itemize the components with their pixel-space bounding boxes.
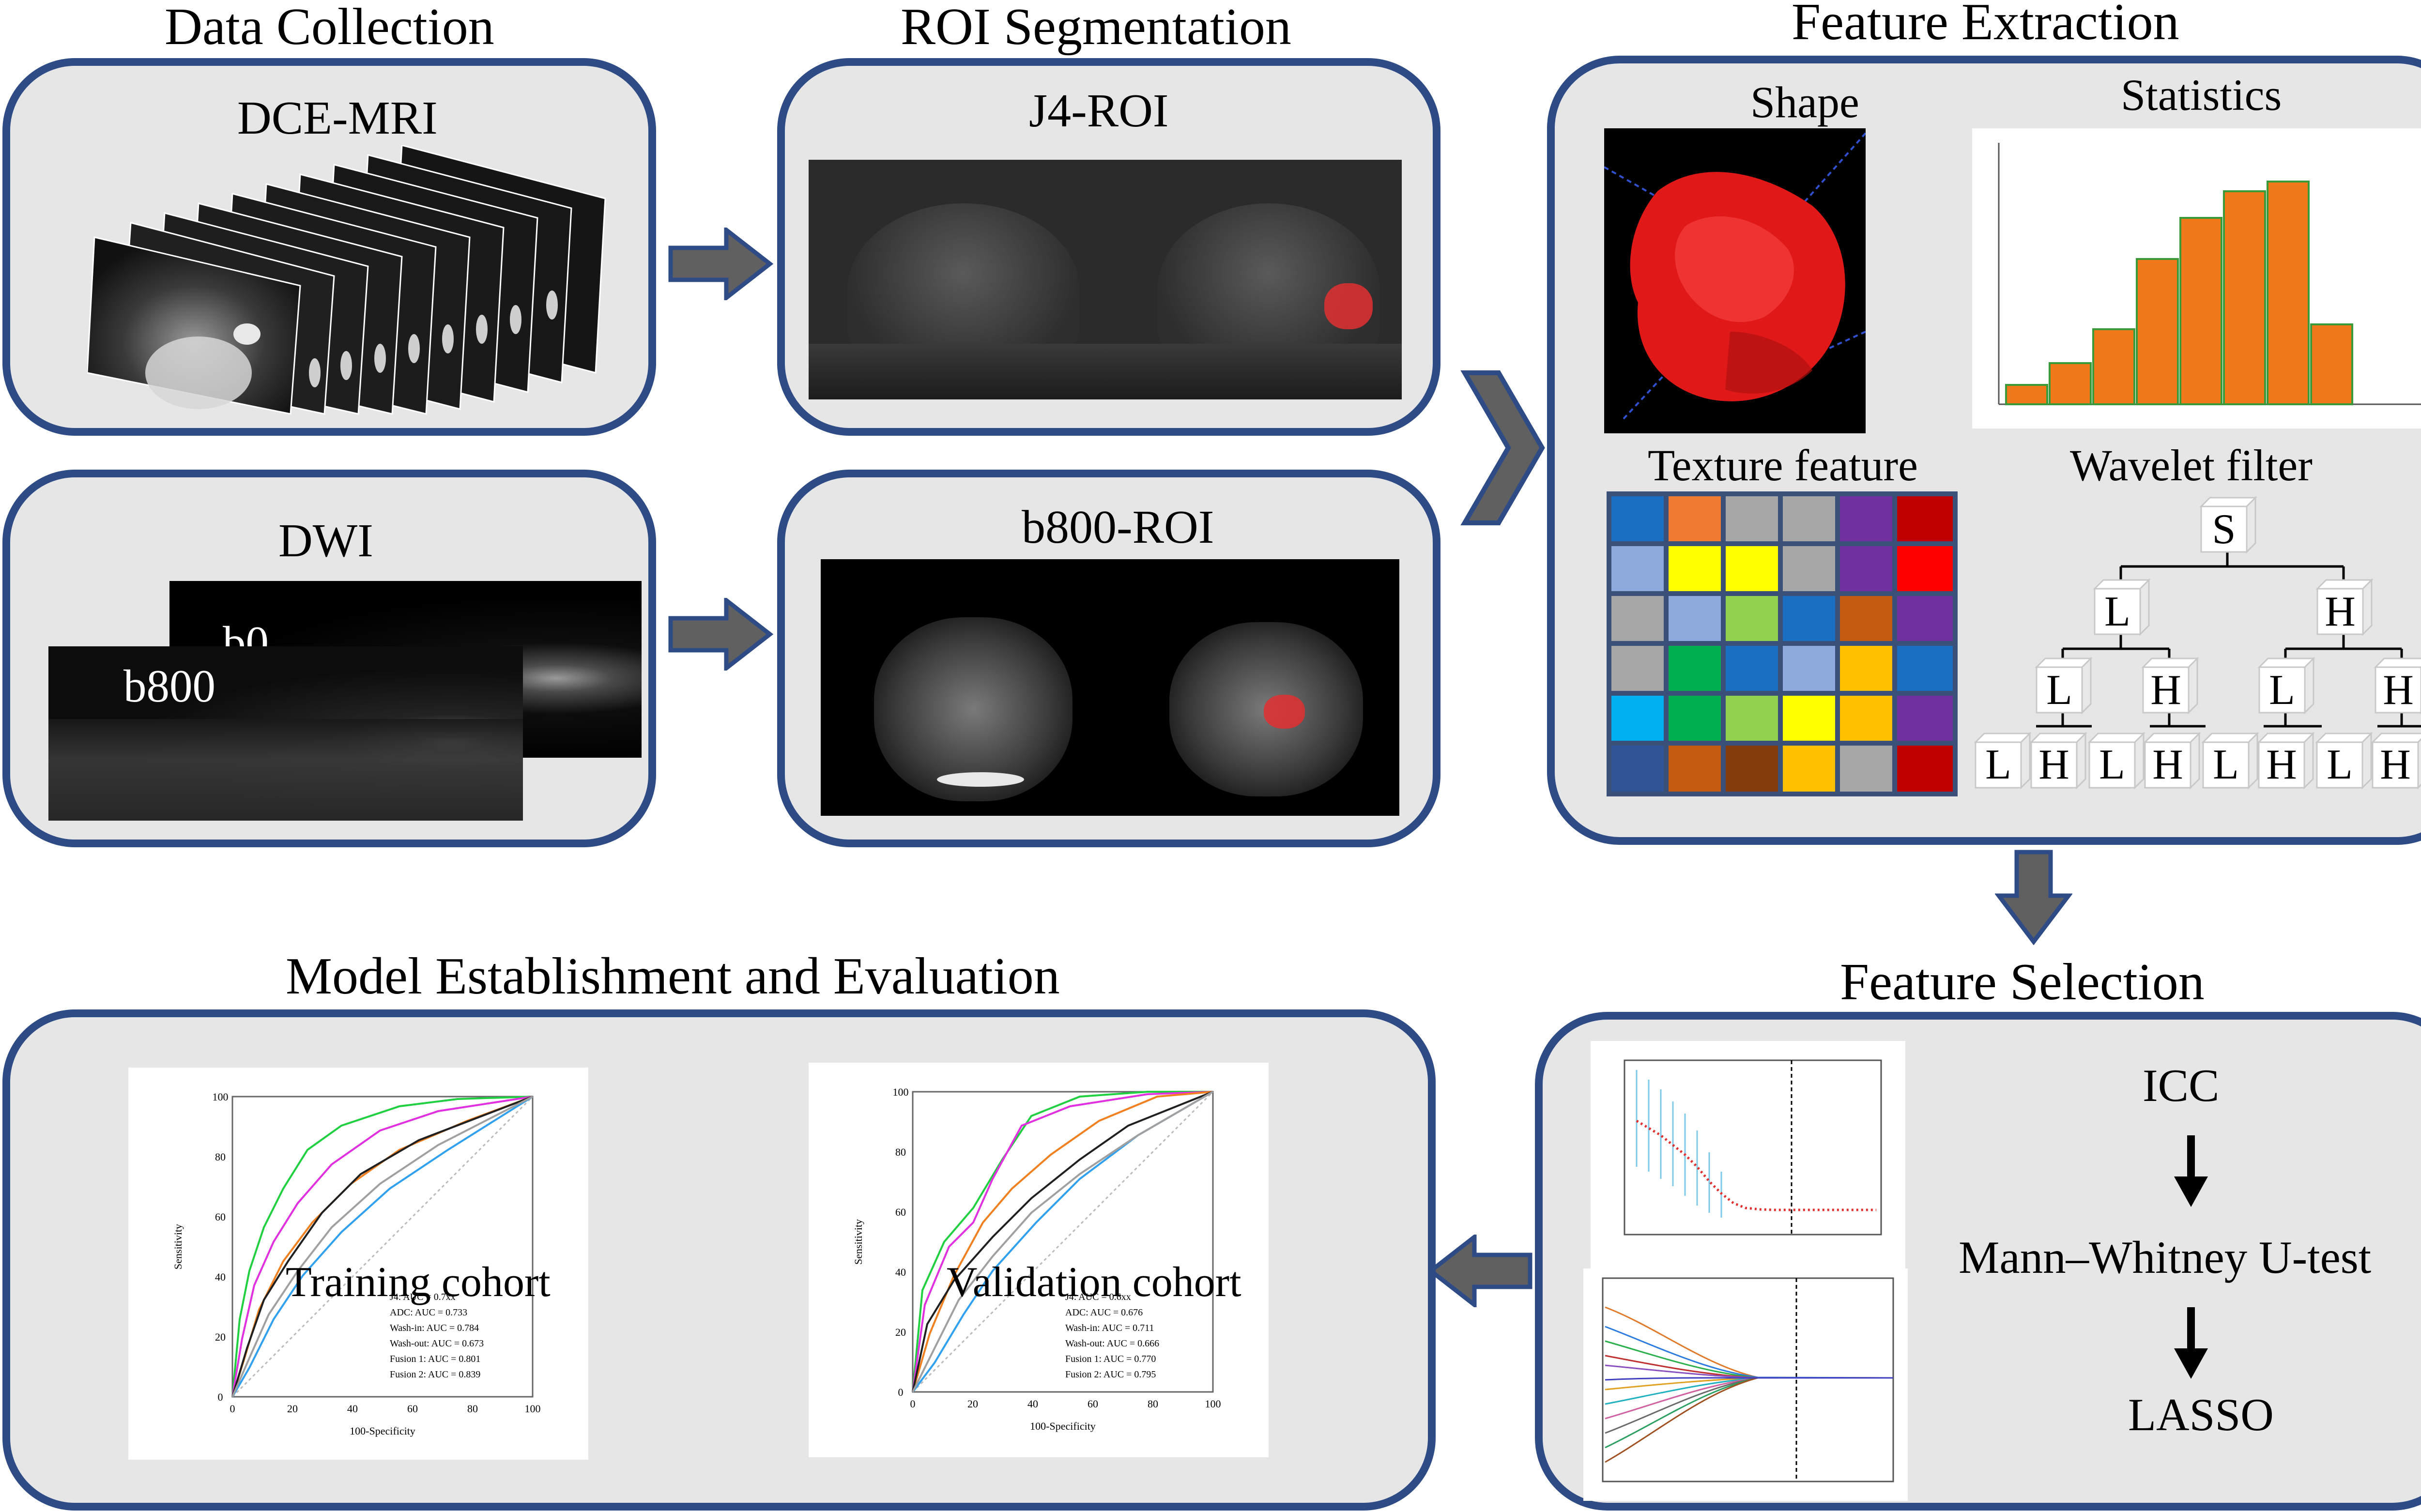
training-x-tick-20: 20 (287, 1403, 298, 1415)
shape-label: Shape (1750, 77, 1859, 127)
training-x-tick-0: 0 (230, 1403, 235, 1415)
training-x-tick-40: 40 (347, 1403, 358, 1415)
validation-y-tick-100: 100 (893, 1086, 909, 1098)
j4-roi-label: J4-ROI (1029, 85, 1169, 137)
dwi-label: DWI (278, 515, 373, 567)
dwi-b800-image: b800 (48, 646, 523, 821)
validation-x-tick-100: 100 (1205, 1398, 1221, 1410)
arrow-down-icon (2174, 1307, 2208, 1379)
validation-legend-j4: J4: AUC = 0.6xx (1065, 1292, 1131, 1302)
title-feature-extraction: Feature Extraction (1792, 0, 2179, 51)
title-feature-selection: Feature Selection (1840, 953, 2205, 1011)
j4-roi-image (809, 160, 1402, 399)
training-legend-wash-out: Wash-out: AUC = 0.673 (390, 1338, 484, 1349)
wavelet-node-l1: L (2104, 588, 2130, 635)
j4-roi-lesion (1324, 283, 1373, 329)
validation-legend-wash-in: Wash-in: AUC = 0.711 (1065, 1323, 1154, 1333)
validation-x-tick-40: 40 (1027, 1398, 1038, 1410)
training-y-tick-100: 100 (213, 1091, 229, 1103)
wavelet-leaf-2: H (2038, 741, 2069, 788)
training-y-tick-80: 80 (215, 1151, 226, 1163)
wavelet-node-lh: H (2150, 667, 2181, 714)
validation-cohort-label: Validation cohort (947, 1259, 1241, 1306)
wavelet-node-root: S (2212, 506, 2236, 553)
validation-y-tick-0: 0 (898, 1386, 904, 1398)
validation-roc-chart: 0 20 40 60 80 100 0 20 40 60 80 100 100-… (809, 1063, 1269, 1457)
wavelet-node-ll: L (2046, 667, 2072, 714)
b800-roi-lesion (1264, 695, 1305, 729)
arrow-down-icon (2174, 1135, 2208, 1207)
arrow-dwi-to-roi (668, 598, 774, 671)
training-legend-fusion2: Fusion 2: AUC = 0.839 (390, 1369, 480, 1380)
wavelet-leaf-4: H (2152, 741, 2183, 788)
training-legend-adc: ADC: AUC = 0.733 (390, 1307, 467, 1318)
wavelet-leaf-1: L (1985, 741, 2011, 788)
selection-step-icc: ICC (2143, 1060, 2220, 1111)
statistics-label: Statistics (2121, 70, 2282, 120)
dce-mri-slice-stack (87, 145, 606, 415)
training-y-tick-40: 40 (215, 1271, 226, 1283)
validation-x-tick-60: 60 (1088, 1398, 1098, 1410)
selection-step-mann-whitney: Mann–Whitney U-test (1959, 1232, 2372, 1283)
chevron-to-extraction-icon (1460, 370, 1545, 525)
selection-step-lasso: LASSO (2128, 1389, 2274, 1440)
training-cohort-label: Training cohort (286, 1259, 551, 1306)
validation-legend-adc: ADC: AUC = 0.676 (1065, 1307, 1143, 1318)
training-y-axis-label: Sensitivity (172, 1224, 184, 1269)
wavelet-leaf-3: L (2099, 741, 2125, 788)
arrow-dce-to-roi (668, 228, 774, 300)
validation-y-tick-60: 60 (895, 1206, 906, 1218)
training-y-tick-60: 60 (215, 1211, 226, 1223)
statistics-histogram (1972, 128, 2421, 428)
b800-roi-label: b800-ROI (1022, 501, 1214, 553)
wavelet-node-hl: L (2269, 667, 2295, 714)
texture-label: Texture feature (1648, 441, 1918, 490)
training-x-tick-60: 60 (407, 1403, 418, 1415)
training-y-tick-0: 0 (218, 1391, 223, 1403)
wavelet-leaf-5: L (2213, 741, 2239, 788)
b800-label: b800 (123, 660, 215, 712)
wavelet-filter-tree: S L H L H L H L H L H L H L H (1975, 497, 2421, 789)
validation-legend-fusion2: Fusion 2: AUC = 0.795 (1065, 1369, 1156, 1380)
arrow-extraction-to-selection (1995, 850, 2072, 946)
training-legend-wash-in: Wash-in: AUC = 0.784 (390, 1323, 479, 1333)
title-model-evaluation: Model Establishment and Evaluation (286, 947, 1060, 1005)
wavelet-leaf-7: L (2327, 741, 2353, 788)
validation-x-axis-label: 100-Specificity (1030, 1420, 1096, 1432)
training-legend-j4: J4: AUC = 0.7xx (390, 1292, 456, 1302)
lasso-cv-plot (1591, 1041, 1905, 1268)
title-data-collection: Data Collection (165, 0, 494, 56)
training-y-tick-20: 20 (215, 1331, 226, 1343)
wavelet-label: Wavelet filter (2070, 441, 2313, 490)
validation-y-axis-label: Sensitivity (852, 1219, 864, 1265)
shape-3d-render (1604, 128, 1866, 433)
validation-y-tick-80: 80 (895, 1146, 906, 1158)
validation-x-tick-80: 80 (1148, 1398, 1158, 1410)
validation-legend-fusion1: Fusion 1: AUC = 0.770 (1065, 1354, 1156, 1364)
training-x-tick-100: 100 (525, 1403, 541, 1415)
texture-feature-matrix (1607, 491, 1958, 796)
validation-x-tick-0: 0 (910, 1398, 916, 1410)
validation-legend-wash-out: Wash-out: AUC = 0.666 (1065, 1338, 1159, 1349)
arrow-selection-to-model (1427, 1235, 1532, 1307)
wavelet-node-hh: H (2383, 667, 2414, 714)
validation-y-tick-40: 40 (895, 1266, 906, 1278)
dce-mri-label: DCE-MRI (237, 92, 438, 144)
training-roc-chart: 0 20 40 60 80 100 0 20 40 60 80 100 100-… (128, 1068, 588, 1460)
training-legend-fusion1: Fusion 1: AUC = 0.801 (390, 1354, 480, 1364)
title-roi-segmentation: ROI Segmentation (901, 0, 1291, 56)
lasso-coefficient-plot (1583, 1268, 1908, 1501)
validation-y-tick-20: 20 (895, 1326, 906, 1338)
b800-roi-image (821, 559, 1399, 816)
wavelet-leaf-6: H (2266, 741, 2297, 788)
wavelet-leaf-8: H (2380, 741, 2411, 788)
training-x-axis-label: 100-Specificity (350, 1425, 415, 1437)
wavelet-node-h1: H (2325, 588, 2356, 635)
validation-x-tick-20: 20 (967, 1398, 978, 1410)
training-x-tick-80: 80 (467, 1403, 478, 1415)
